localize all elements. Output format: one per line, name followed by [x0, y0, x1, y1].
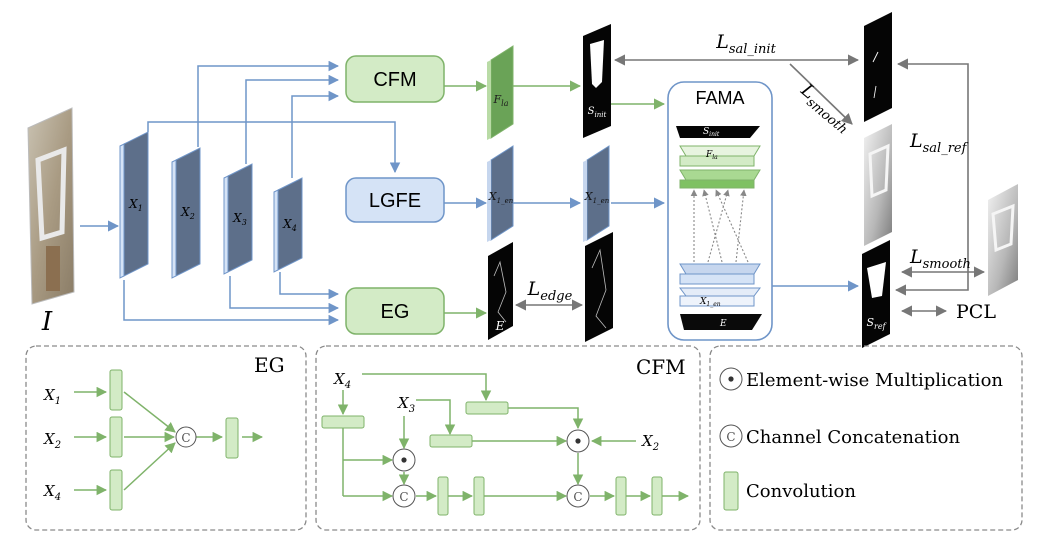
- bottom-panels: [25, 345, 1023, 531]
- edge-map-2: [585, 232, 613, 342]
- eg-module: EG: [345, 287, 445, 335]
- encoder-connections: [123, 60, 401, 326]
- lgfe-label: LGFE: [369, 190, 421, 212]
- fama-label: FAMA: [695, 88, 744, 108]
- eg-label: EG: [381, 301, 410, 323]
- svg-text:X1_en: X1_en: [488, 190, 514, 205]
- s-init-map: Sinit: [583, 24, 611, 138]
- cfm-module: CFM: [345, 55, 445, 103]
- eg-panel: EG X1 X2 X4 C: [43, 353, 285, 511]
- legend-concat: Channel Concatenation: [746, 427, 960, 448]
- x1en-map: X1_en: [487, 145, 514, 242]
- svg-text:C: C: [181, 431, 190, 445]
- svg-text:X3: X3: [397, 394, 415, 415]
- gray-image: [864, 124, 892, 246]
- fama-module: FAMA Sinit Fla X1_en E: [667, 81, 773, 341]
- legend-mult: Element-wise Multiplication: [746, 370, 1003, 391]
- pcl-image: [988, 184, 1018, 296]
- x1en2-map: X1_en: [583, 145, 610, 242]
- input-label: I: [41, 307, 53, 337]
- encoder-feature-3: X3: [223, 163, 253, 275]
- svg-text:Sref: Sref: [866, 316, 887, 331]
- svg-text:X1_en: X1_en: [699, 297, 721, 308]
- svg-text:X4: X4: [43, 482, 61, 503]
- conv-symbol-icon: [723, 471, 739, 511]
- svg-text:Fla: Fla: [493, 93, 509, 108]
- lgfe-module: LGFE: [345, 177, 445, 223]
- svg-text:C: C: [399, 490, 408, 504]
- eg-panel-title: EG: [254, 353, 285, 377]
- svg-text:C: C: [726, 430, 735, 444]
- legend-panel: Element-wise Multiplication C Channel Co…: [719, 367, 1003, 511]
- s-ref-map: Sref: [862, 240, 890, 348]
- top-right-map: [864, 12, 892, 122]
- svg-text:E: E: [495, 319, 505, 333]
- l-smooth-label-1: Lsmooth: [793, 79, 856, 137]
- encoder-feature-1: X1: [119, 131, 149, 279]
- encoder-feature-label: X1: [128, 197, 143, 213]
- svg-text:X1_en: X1_en: [584, 190, 610, 205]
- svg-text:C: C: [573, 490, 582, 504]
- l-smooth-arrow-1: [789, 63, 853, 125]
- l-sal-ref-arrow: [894, 58, 969, 296]
- encoder-feature-4: X4: [273, 177, 303, 273]
- svg-text:Fla: Fla: [705, 150, 718, 161]
- svg-text:X2: X2: [43, 430, 61, 451]
- l-sal-init-label: Lsal_init: [715, 31, 776, 57]
- pcl-label: PCL: [956, 301, 996, 323]
- edge-map: E: [488, 242, 513, 340]
- encoder-feature-2: X2: [171, 147, 201, 279]
- cfm-panel-title: CFM: [636, 355, 686, 379]
- l-edge-label: Ledge: [527, 278, 573, 304]
- cfm-label: CFM: [373, 69, 416, 91]
- encoder-feature-label: X3: [232, 211, 247, 227]
- encoder-feature-label: X4: [282, 217, 297, 233]
- encoder-feature-label: X2: [180, 205, 195, 221]
- l-smooth-label-2: Lsmooth: [909, 246, 971, 272]
- cfm-panel: CFM X4 X3 X2: [321, 355, 690, 516]
- legend-conv: Convolution: [746, 481, 856, 502]
- l-sal-ref-label: Lsal_ref: [909, 130, 969, 156]
- svg-text:Sinit: Sinit: [588, 106, 607, 119]
- fla-map: Fla: [487, 45, 514, 140]
- svg-text:X1: X1: [43, 386, 61, 407]
- concat-symbol-icon: [719, 424, 743, 448]
- svg-text:Sinit: Sinit: [703, 127, 720, 138]
- input-image: [27, 107, 75, 305]
- svg-text:X2: X2: [641, 432, 659, 453]
- svg-text:E: E: [719, 319, 727, 329]
- svg-text:X4: X4: [333, 370, 351, 391]
